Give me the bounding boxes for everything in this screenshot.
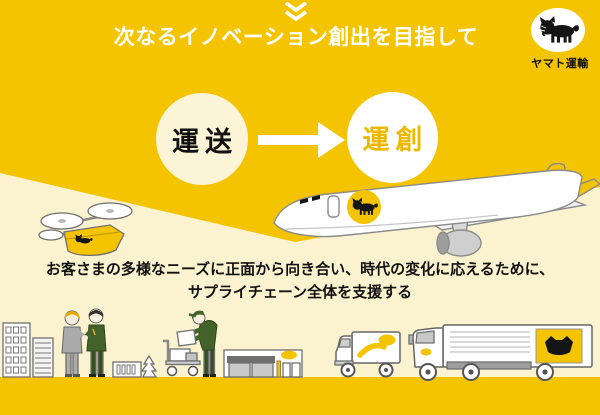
message-line-2: サプライチェーン全体を支援する [187, 284, 413, 301]
business-handshake [61, 308, 107, 377]
storefront [223, 349, 303, 378]
double-chevron-down-icon [284, 2, 308, 22]
cargo-airplane-illustration [273, 163, 600, 257]
delivery-cart [163, 339, 201, 377]
delivery-drone-illustration [38, 202, 133, 257]
small-delivery-truck [334, 331, 401, 378]
message-text: お客さまの多様なニーズに正面から向き合い、時代の変化に応えるために、 サプライチ… [0, 258, 600, 304]
right-arrow-icon [258, 122, 345, 158]
worker-loading-box [176, 310, 218, 377]
yellow-ground-strip [0, 377, 600, 415]
striped-building [32, 337, 54, 378]
unsou-label: 運送 [172, 126, 238, 157]
brand-name-label: ヤマト運輸 [531, 58, 589, 70]
office-building [2, 322, 31, 378]
low-wall [112, 361, 142, 378]
unsou-create-label: 運創 [362, 125, 429, 155]
large-freight-truck [408, 324, 593, 381]
message-line-1: お客さまの多様なニーズに正面から向き合い、時代の変化に応えるために、 [45, 261, 555, 278]
unsou-create-circle: 運創 [347, 92, 438, 183]
kuroneko-cat-logo [531, 8, 585, 52]
logistics-scene [2, 308, 593, 381]
tree [140, 354, 158, 378]
unsou-circle: 運送 [156, 93, 248, 185]
page-title: 次なるイノベーション創出を目指して [113, 26, 479, 49]
